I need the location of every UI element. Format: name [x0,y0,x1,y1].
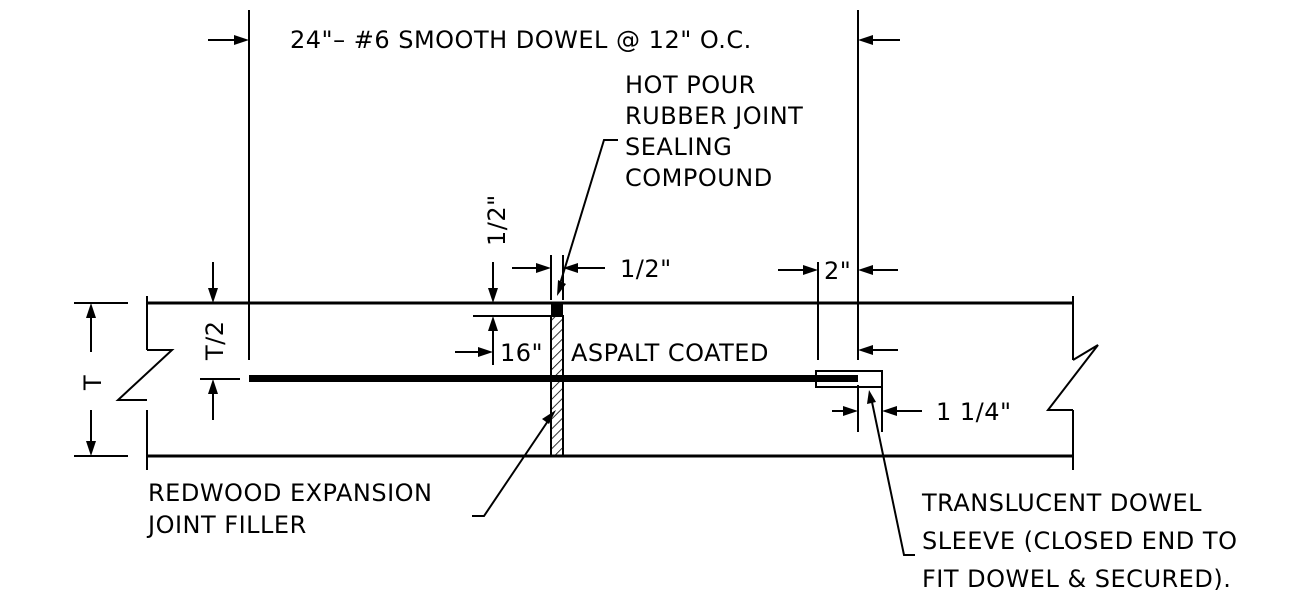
arrow-right-icon [478,347,493,357]
coating-label: ASPALT COATED [571,339,769,367]
arrow-up-icon [208,379,218,394]
filler-note: REDWOOD EXPANSION JOINT FILLER [146,410,556,539]
leader-arrow-icon [542,410,556,424]
left-break-symbol [115,349,175,401]
half-thickness-label: T/2 [201,320,229,361]
sleeve-clearance-dimension: 1 1/4" [832,385,1012,432]
sealant-label-line-1: HOT POUR [625,71,756,99]
arrow-down-icon [208,288,218,303]
right-break-symbol [1045,344,1099,411]
arrow-left-icon [858,345,873,355]
redwood-filler [550,315,564,457]
arrow-left-icon [858,265,873,275]
sealant-note: HOT POUR RUBBER JOINT SEALING COMPOUND [557,71,803,296]
arrow-left-icon [858,35,873,45]
dowel-sleeve [815,370,883,388]
filler-label-line-2: JOINT FILLER [146,511,307,539]
sealant-label-line-3: SEALING [625,133,732,161]
expansion-joint [550,303,564,457]
sealant-depth-dimension: 1/2" [473,194,551,355]
filler-leader [472,417,551,517]
sleeve-label-line-1: TRANSLUCENT DOWEL [921,489,1202,517]
sealant-depth-label: 1/2" [483,194,511,246]
sleeve-clearance-label: 1 1/4" [936,398,1012,426]
arrow-up-icon [488,316,498,331]
arrow-left-icon [563,263,578,273]
slab-thickness-dimension: T [74,302,128,457]
slab-thickness-label: T [79,375,107,391]
sealant-label-line-4: COMPOUND [625,164,773,192]
arrow-down-icon [86,441,96,456]
arrow-left-icon [882,406,897,416]
dowel-assembly [249,370,883,388]
filler-label-line-1: REDWOOD EXPANSION [148,479,433,507]
arrow-up-icon [86,303,96,318]
arrow-right-icon [234,35,249,45]
coated-length-dimension: 16" ASPALT COATED [455,330,898,367]
dowel-length-dimension: 24"– #6 SMOOTH DOWEL @ 12" O.C. [208,10,900,360]
sleeve-label-line-2: SLEEVE (CLOSED END TO [922,527,1237,555]
sleeve-leader [871,401,915,556]
arrow-right-icon [803,265,818,275]
arrow-right-icon [536,263,551,273]
arrow-right-icon [843,406,858,416]
dowel-bar [249,375,858,382]
sealant-leader [559,139,618,285]
dowel-spec-label: 24"– #6 SMOOTH DOWEL @ 12" O.C. [290,26,752,54]
sleeve-note: TRANSLUCENT DOWEL SLEEVE (CLOSED END TO … [867,390,1237,593]
half-thickness-dimension: T/2 [200,262,240,420]
leader-arrow-icon [867,390,876,404]
sleeve-label-line-3: FIT DOWEL & SECURED). [922,565,1231,593]
joint-width-label: 1/2" [620,255,672,283]
coated-length-label: 16" [500,339,543,367]
arrow-down-icon [488,288,498,303]
leader-arrow-icon [557,280,566,296]
sleeve-gap-dimension: 2" [778,257,898,360]
sleeve-gap-label: 2" [824,257,851,285]
concrete-slab [115,296,1099,470]
joint-sealant [551,303,563,316]
joint-width-dimension: 1/2" [512,255,672,300]
sealant-label-line-2: RUBBER JOINT [625,102,803,130]
